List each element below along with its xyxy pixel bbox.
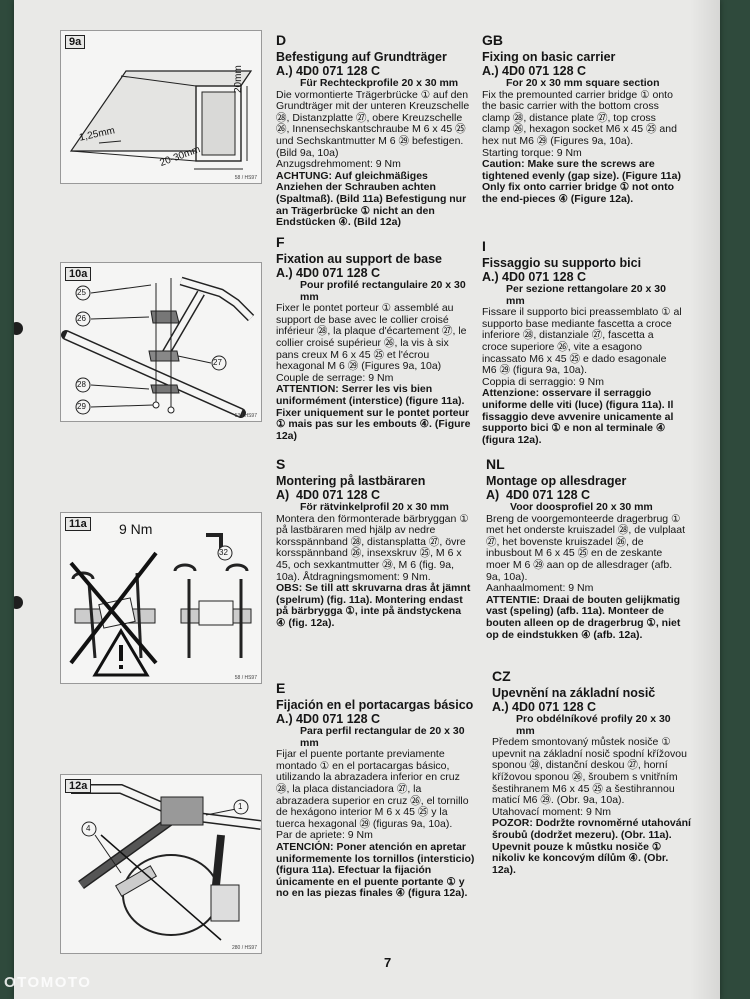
profile-note: Para perfil rectangular de 20 x 30 mm (300, 725, 465, 749)
part-number: A.)4D0 071 128 C (492, 700, 597, 714)
callout-4: 4 (86, 824, 91, 833)
section-gb: GB Fixing on basic carrier A.)4D0 071 12… (482, 32, 682, 206)
figure-10a: 10a 25 26 27 28 29 53 / HS97 (60, 262, 262, 422)
profile-note: Pro obdélníkové profily 20 x 30 mm (516, 713, 671, 737)
instruction-text: Fissare il supporto bici preassemblato ①… (482, 306, 682, 377)
figure-code: 58 / HS97 (234, 675, 257, 681)
section-title: Upevnění na základní nosič (492, 686, 656, 700)
instruction-text: Předem smontovaný můstek nosiče ① upevni… (492, 736, 687, 807)
section-title: Montage op allesdrager (486, 474, 627, 488)
callout-29: 29 (77, 402, 86, 411)
part-number: A)4D0 071 128 C (276, 488, 381, 502)
figure-9a: 9a 20mm 20-30mm 1,25mm 58 / HS97 (60, 30, 262, 184)
part-number: A.)4D0 071 128 C (276, 712, 381, 726)
language-code: NL (486, 456, 505, 472)
figure-code: 53 / HS97 (234, 413, 257, 419)
figure-label: 12a (65, 779, 92, 793)
instruction-text: Fix the premounted carrier bridge ① onto… (482, 88, 677, 147)
part-number: A.)4D0 071 128 C (482, 270, 587, 284)
binding-hole (14, 596, 23, 609)
language-code: CZ (492, 668, 511, 684)
torque-text: Coppia di serraggio: 9 Nm (482, 375, 604, 388)
part-number: A.)4D0 071 128 C (276, 266, 381, 280)
profile-note: Voor doosprofiel 20 x 30 mm (510, 501, 653, 513)
section-title: Fixing on basic carrier (482, 50, 616, 64)
language-code: E (276, 680, 286, 696)
instruction-text: Fixer le pontet porteur ① assemblé au su… (276, 302, 467, 373)
section-se: S Montering på lastbäraren A)4D0 071 128… (276, 456, 472, 630)
figure-label: 9a (65, 35, 86, 49)
instruction-text: Die vormontierte Trägerbrücke ① auf den … (276, 88, 470, 159)
warning-text: POZOR: Dodržte rovnoměrné utahování šrou… (492, 817, 691, 876)
figure-label: 11a (65, 517, 91, 531)
language-code: GB (482, 32, 503, 48)
instruction-text: Montera den förmonterade bärbryggan ① på… (276, 512, 469, 583)
profile-note: Für Rechteckprofile 20 x 30 mm (300, 77, 459, 89)
dimension-height: 20mm (233, 65, 244, 93)
callout-28: 28 (77, 380, 86, 389)
language-code: D (276, 32, 287, 48)
warning-text: Caution: Make sure the screws are tighte… (482, 158, 681, 205)
figure-code: 280 / HS97 (231, 945, 257, 951)
section-title: Fixation au support de base (276, 252, 442, 266)
warning-text: ACHTUNG: Auf gleichmäßiges Anziehen der … (276, 169, 467, 229)
section-it: I Fissaggio su supporto bici A.)4D0 071 … (482, 238, 682, 446)
section-nl: NL Montage op allesdrager A)4D0 071 128 … (486, 456, 686, 641)
part-number: A)4D0 071 128 C (486, 488, 591, 502)
warning-text: Attenzione: osservare il serraggio unifo… (482, 387, 674, 446)
callout-25: 25 (77, 288, 86, 297)
profile-note: För rätvinkelprofil 20 x 30 mm (300, 501, 449, 513)
warning-text: OBS: Se till att skruvarna dras åt jämnt… (276, 582, 471, 629)
torque-text: Utahovací moment: 9 Nm (492, 805, 612, 818)
warning-text: ATENCIÓN: Poner atención en apretar unif… (276, 840, 475, 900)
instruction-text: Fijar el puente portante previamente mon… (276, 748, 469, 830)
section-title: Befestigung auf Grundträger (276, 50, 447, 64)
figure-code: 58 / HS97 (234, 175, 257, 181)
callout-32: 32 (219, 548, 228, 557)
figure-11a: 11a 9 Nm 32 58 / HS97 (60, 512, 262, 684)
section-title: Fijación en el portacargas básico (276, 698, 474, 712)
part-number: A.)4D0 071 128 C (276, 64, 381, 78)
warning-text: ATTENTIE: Draai de bouten gelijkmatig va… (486, 593, 681, 641)
instruction-page: 9a 20mm 20-30mm 1,25mm 58 / HS97 (14, 0, 720, 999)
torque-text: Anzugsdrehmoment: 9 Nm (276, 158, 401, 171)
instruction-text: Breng de voorgemonteerde dragerbrug ① me… (486, 512, 686, 583)
section-title: Montering på lastbäraren (276, 474, 426, 488)
torque-text: Starting torque: 9 Nm (482, 146, 582, 159)
figure-12a: 12a 1 4 280 / HS97 (60, 774, 262, 954)
torque-text: Couple de serrage: 9 Nm (276, 371, 394, 384)
callout-27: 27 (213, 358, 222, 367)
binding-hole (14, 322, 23, 335)
section-de: D Befestigung auf Grundträger A.)4D0 071… (276, 32, 472, 229)
callout-1: 1 (238, 802, 243, 811)
torque-text: Par de apriete: 9 Nm (276, 829, 373, 842)
section-fr: F Fixation au support de base A.)4D0 071… (276, 234, 472, 442)
language-code: I (482, 238, 486, 254)
part-number: A.)4D0 071 128 C (482, 64, 587, 78)
language-code: F (276, 234, 285, 250)
figure-label: 10a (65, 267, 92, 281)
profile-note: For 20 x 30 mm square section (506, 77, 660, 89)
watermark: OTOMOTO (4, 974, 92, 991)
section-es: E Fijación en el portacargas básico A.)4… (276, 680, 476, 900)
profile-note: Pour profilé rectangulaire 20 x 30 mm (300, 279, 466, 303)
section-cz: CZ Upevnění na základní nosič A.)4D0 071… (492, 668, 692, 876)
torque-value: 9 Nm (119, 521, 153, 537)
language-code: S (276, 456, 286, 472)
profile-note: Per sezione rettangolare 20 x 30 mm (506, 283, 666, 307)
callout-26: 26 (77, 314, 86, 323)
torque-text: Aanhaalmoment: 9 Nm (486, 582, 594, 595)
section-title: Fissaggio su supporto bici (482, 256, 642, 270)
warning-text: ATTENTION: Serrer les vis bien uniformém… (276, 383, 471, 442)
page-number: 7 (384, 955, 392, 970)
